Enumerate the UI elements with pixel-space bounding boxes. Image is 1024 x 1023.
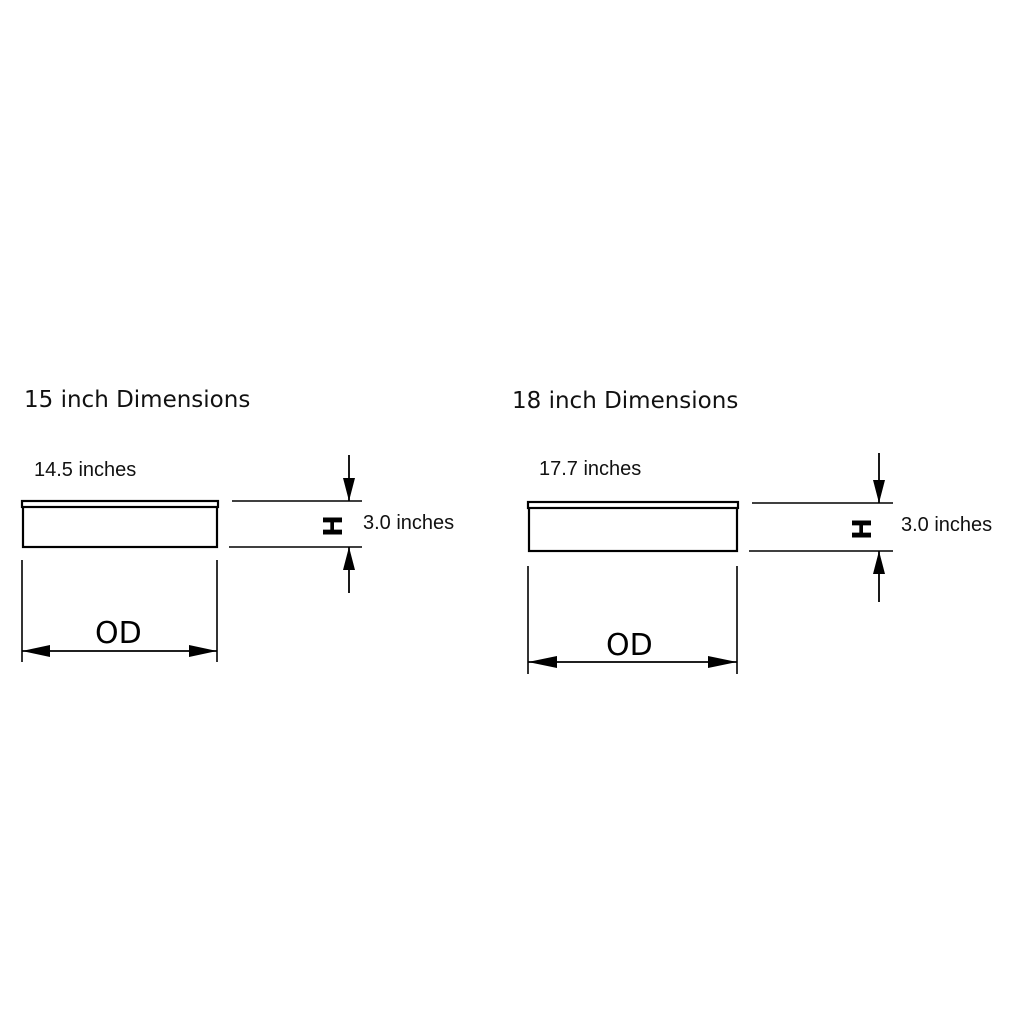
od-arrow-right	[189, 645, 217, 657]
height-arrow-bottom	[873, 551, 885, 574]
od-arrow-left	[528, 656, 557, 668]
height-value-label: 3.0 inches	[901, 514, 992, 536]
diagram-title: 15 inch Dimensions	[24, 387, 250, 413]
container-lid	[20, 499, 220, 509]
od-arrow-right	[708, 656, 737, 668]
diagram-18-inch: 18 inch Dimensions 17.7 inches OD H 3.0 …	[512, 388, 992, 674]
height-letter: H	[319, 515, 349, 537]
height-arrow-bottom	[343, 547, 355, 570]
width-value-label: 14.5 inches	[34, 459, 136, 481]
height-value-label: 3.0 inches	[363, 512, 454, 534]
container-body	[21, 504, 219, 549]
od-label: OD	[95, 616, 142, 651]
height-arrow-top	[873, 480, 885, 503]
container-body	[527, 505, 739, 553]
diagram-15-inch: 15 inch Dimensions 14.5 inches OD H 3.0 …	[20, 387, 454, 662]
height-letter: H	[848, 518, 878, 540]
od-arrow-left	[22, 645, 50, 657]
width-value-label: 17.7 inches	[539, 458, 641, 480]
od-label: OD	[606, 628, 653, 663]
diagram-title: 18 inch Dimensions	[512, 388, 738, 414]
container-lid	[526, 500, 740, 510]
height-arrow-top	[343, 478, 355, 501]
